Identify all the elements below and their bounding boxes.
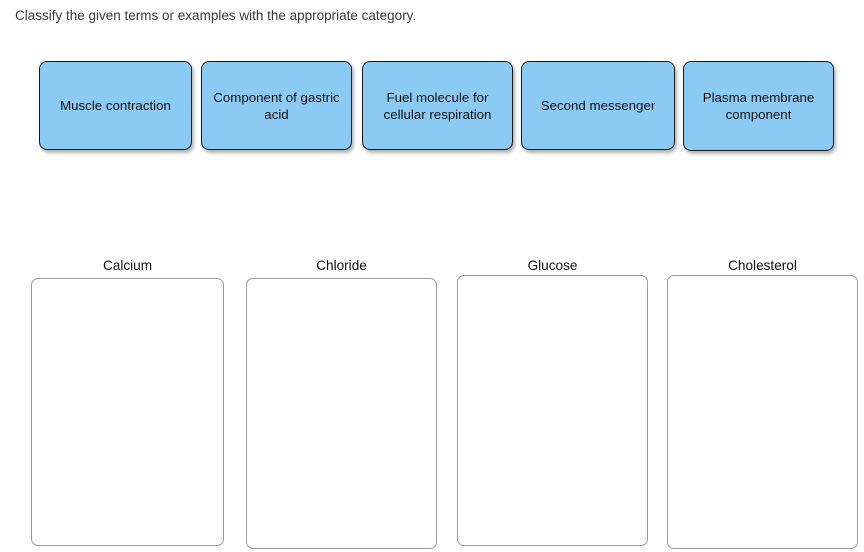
- category-label: Chloride: [316, 258, 367, 273]
- category-label: Calcium: [102, 258, 153, 273]
- term-tile[interactable]: Fuel molecule for cellular respiration: [362, 61, 513, 150]
- term-tile-label: Fuel molecule for cellular respiration: [383, 89, 492, 122]
- term-tile[interactable]: Second messenger: [521, 61, 675, 150]
- term-tile[interactable]: Muscle contraction: [39, 61, 192, 150]
- category-label: Cholesterol: [728, 258, 797, 273]
- category-drop-box[interactable]: [246, 278, 437, 549]
- category-drop-box[interactable]: [667, 275, 858, 549]
- term-tile[interactable]: Plasma membrane component: [683, 61, 834, 151]
- term-tile-label: Plasma membrane component: [702, 90, 815, 122]
- category-label: Glucose: [527, 258, 578, 273]
- category-drop-box[interactable]: [31, 278, 224, 546]
- category-drop-box[interactable]: [457, 275, 648, 546]
- term-tile-label: Second messenger: [540, 98, 656, 113]
- term-tile-label: Muscle contraction: [60, 98, 171, 113]
- instruction-text: Classify the given terms or examples wit…: [15, 8, 417, 23]
- term-tile[interactable]: Component of gastric acid: [201, 61, 352, 150]
- term-tile-label: Component of gastric acid: [213, 89, 340, 122]
